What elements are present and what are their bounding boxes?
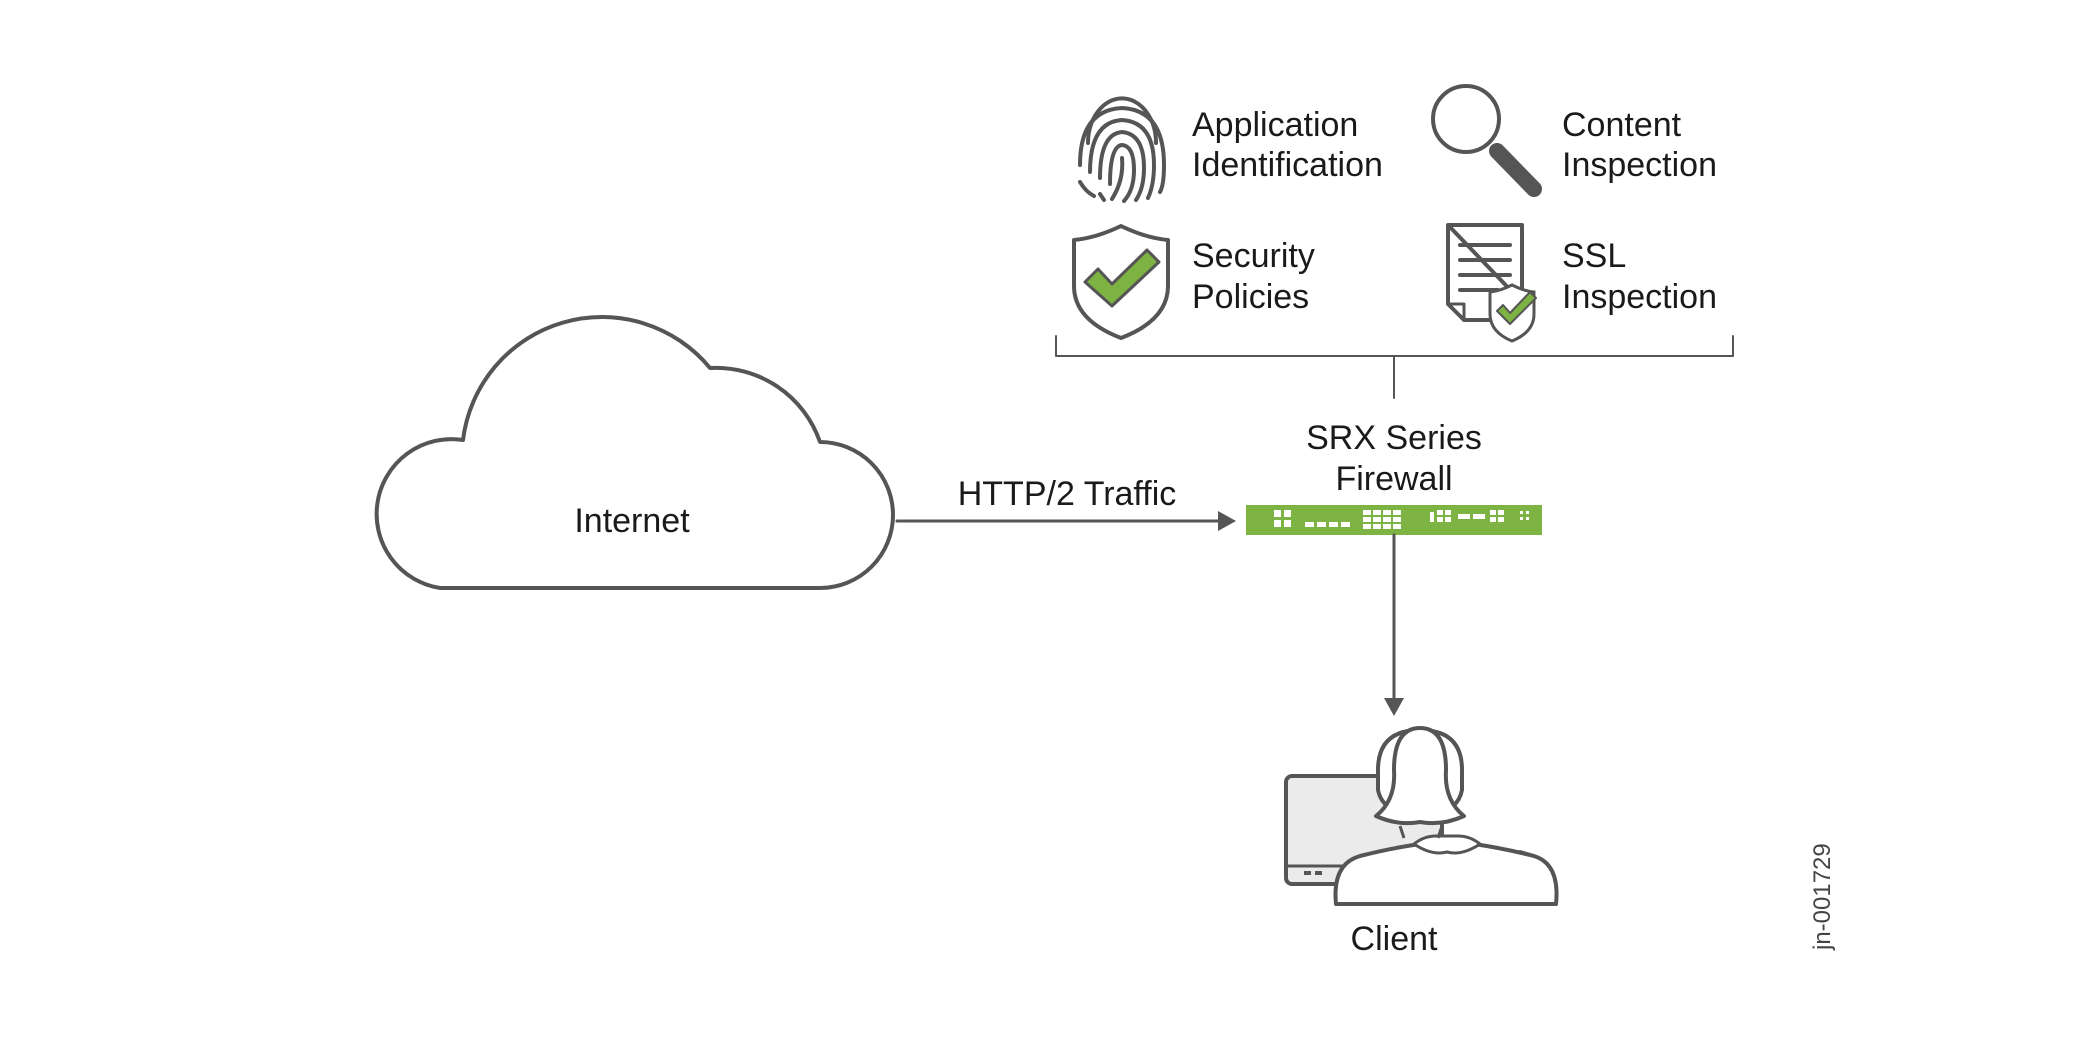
- feature-application-identification: Application Identification: [1078, 96, 1383, 203]
- magnifier-icon: [1431, 84, 1542, 197]
- feature-ssl-inspection: SSL Inspection: [1446, 223, 1717, 343]
- client-arrow: [1384, 533, 1404, 716]
- feature-content-line2: Inspection: [1562, 146, 1717, 184]
- client-figure: Client: [1284, 726, 1559, 958]
- feature-app-id-line1: Application: [1192, 106, 1358, 144]
- traffic-arrow: HTTP/2 Traffic: [895, 475, 1236, 531]
- internet-cloud: Internet: [374, 315, 895, 590]
- feature-security-line2: Policies: [1192, 278, 1309, 316]
- feature-security-line1: Security: [1192, 237, 1315, 275]
- feature-bracket: [1055, 335, 1734, 399]
- feature-content-line1: Content: [1562, 106, 1682, 144]
- srx-firewall-device: SRX Series Firewall: [1246, 419, 1542, 535]
- shield-check-icon: [1072, 224, 1170, 340]
- traffic-label: HTTP/2 Traffic: [958, 475, 1177, 513]
- firewall-label-line1: SRX Series: [1306, 419, 1482, 457]
- feature-ssl-line1: SSL: [1562, 237, 1626, 275]
- internet-label: Internet: [574, 502, 690, 540]
- person-icon: [1333, 726, 1559, 906]
- feature-security-policies: Security Policies: [1072, 224, 1315, 340]
- fingerprint-icon: [1078, 96, 1166, 203]
- figure-id: jn-001729: [1809, 843, 1836, 951]
- feature-content-inspection: Content Inspection: [1431, 84, 1717, 197]
- client-label: Client: [1351, 920, 1438, 958]
- firewall-label-line2: Firewall: [1335, 460, 1452, 498]
- feature-app-id-line2: Identification: [1192, 146, 1383, 184]
- certificate-doc-icon: [1446, 223, 1537, 343]
- feature-ssl-line2: Inspection: [1562, 278, 1717, 316]
